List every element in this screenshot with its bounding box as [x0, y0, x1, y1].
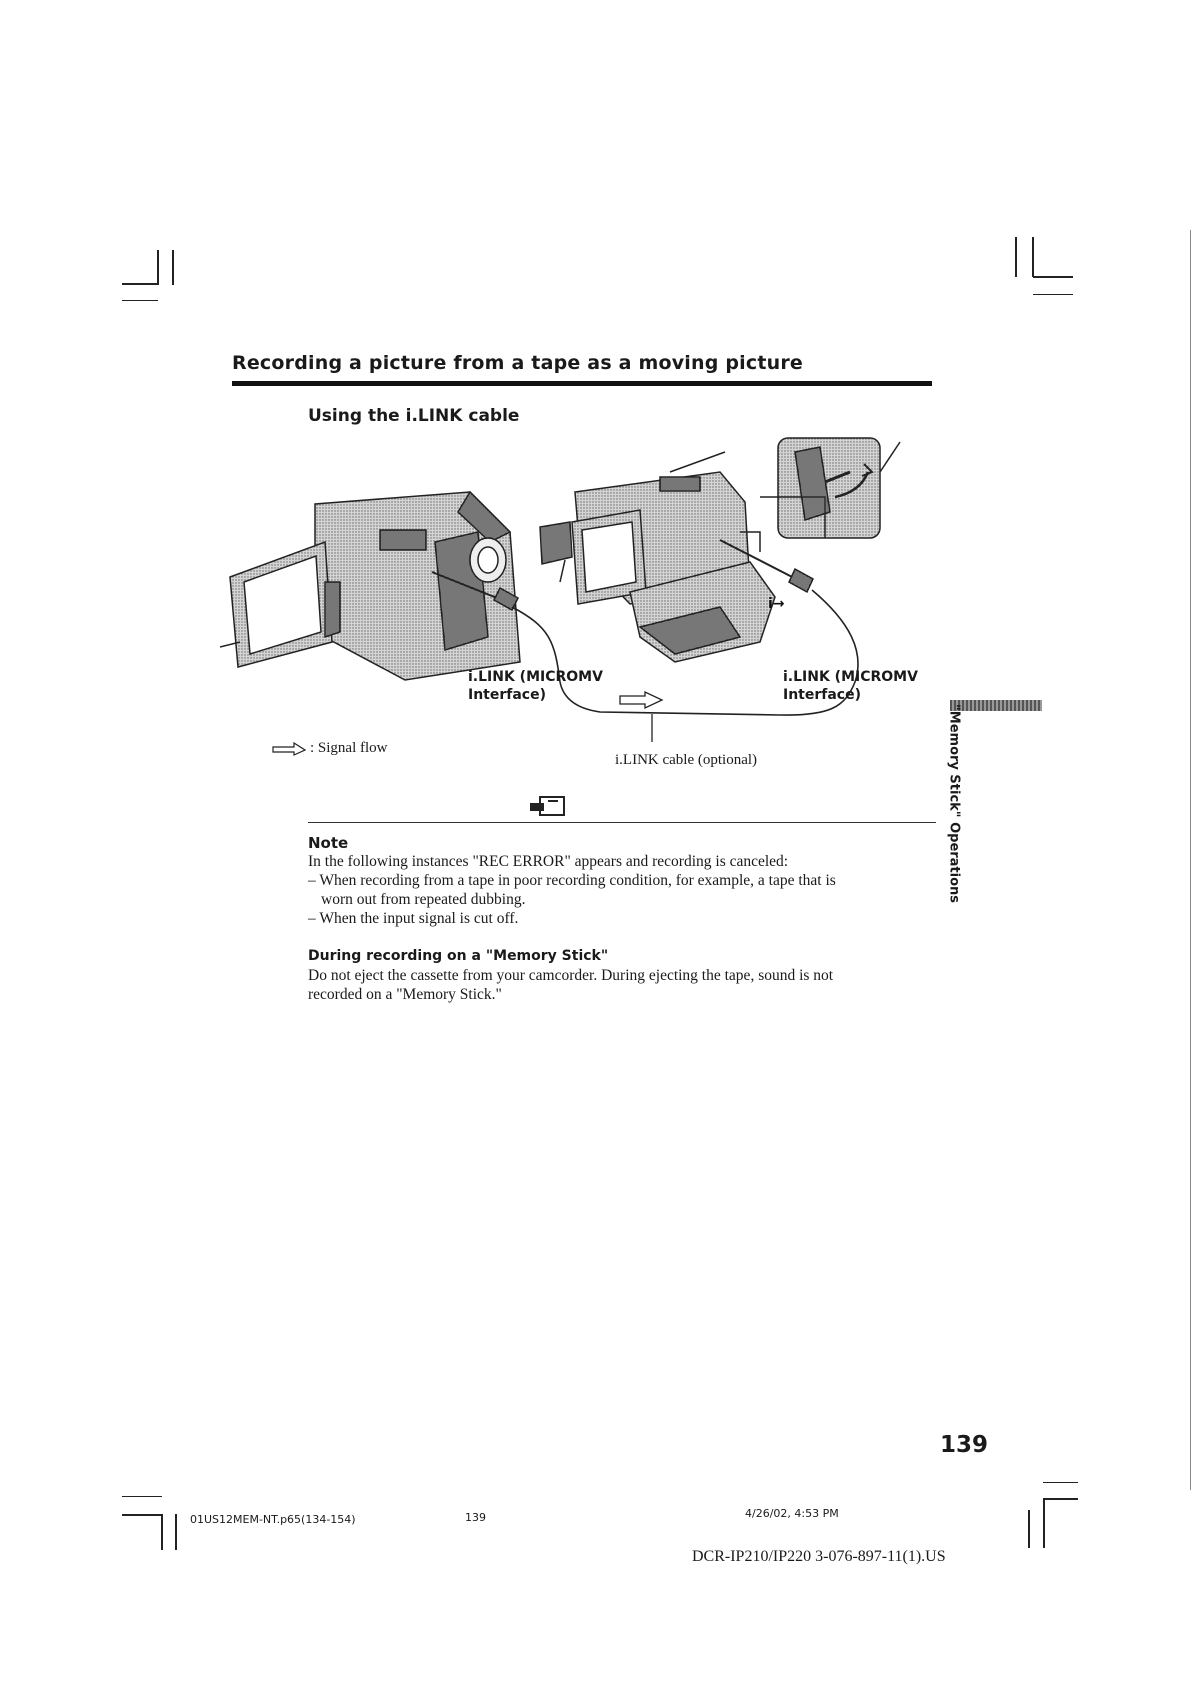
crop-mark [1043, 1498, 1078, 1500]
dubbing-icon [528, 795, 566, 817]
crop-mark [161, 1514, 163, 1550]
title-rule [232, 381, 932, 386]
crop-mark [1028, 1510, 1030, 1548]
crop-mark [122, 283, 158, 285]
crop-mark [1043, 1482, 1078, 1483]
footer-filename: 01US12MEM-NT.p65(134-154) [190, 1513, 356, 1526]
crop-mark [122, 1514, 162, 1516]
left-camcorder [220, 492, 520, 680]
note-bullet: – When recording from a tape in poor rec… [308, 871, 836, 890]
crop-mark [157, 250, 159, 285]
footer-model: DCR-IP210/IP220 3-076-897-11(1).US [692, 1548, 946, 1566]
crop-mark [1015, 237, 1017, 277]
note-bullet: – When the input signal is cut off. [308, 909, 518, 928]
signal-flow-arrow-icon [272, 742, 306, 756]
signal-flow-arrow-icon [620, 692, 662, 708]
i-link-icon: i→ [768, 596, 785, 612]
section-title: Recording a picture from a tape as a mov… [232, 352, 803, 374]
section-tab-label: "Memory Stick" Operations [947, 704, 962, 903]
crop-mark [175, 1514, 177, 1550]
crop-mark [1032, 237, 1034, 277]
i-link-label-right: i.LINK (MICROMV Interface) [783, 668, 918, 704]
crop-mark [122, 300, 158, 301]
label-line: Interface) [783, 686, 918, 704]
memory-stick-text: Do not eject the cassette from your camc… [308, 966, 833, 985]
right-camcorder [540, 452, 775, 662]
note-heading: Note [308, 834, 348, 852]
i-link-plug-right [789, 569, 813, 592]
scan-edge [1190, 230, 1191, 1490]
note-rule [308, 822, 936, 823]
memory-stick-heading: During recording on a "Memory Stick" [308, 948, 608, 964]
cable-label: i.LINK cable (optional) [615, 752, 757, 769]
footer-page: 139 [465, 1511, 486, 1524]
signal-flow-legend: : Signal flow [272, 740, 388, 757]
subsection-title: Using the i.LINK cable [308, 406, 519, 426]
label-line: i.LINK (MICROMV [468, 668, 603, 686]
label-line: i.LINK (MICROMV [783, 668, 918, 686]
note-intro: In the following instances "REC ERROR" a… [308, 852, 788, 871]
label-line: Interface) [468, 686, 603, 704]
crop-mark [1033, 294, 1073, 295]
crop-mark [1043, 1498, 1045, 1548]
signal-flow-text: : Signal flow [310, 740, 388, 756]
memory-stick-text: recorded on a "Memory Stick." [308, 985, 502, 1004]
i-link-label-left: i.LINK (MICROMV Interface) [468, 668, 603, 704]
crop-mark [172, 250, 174, 285]
crop-mark [1033, 276, 1073, 278]
footer-date: 4/26/02, 4:53 PM [745, 1507, 839, 1520]
jack-detail-inset [740, 438, 900, 552]
section-tab: "Memory Stick" Operations [942, 704, 966, 914]
page-number: 139 [940, 1432, 988, 1458]
crop-mark [122, 1496, 162, 1497]
note-bullet-continued: worn out from repeated dubbing. [321, 890, 525, 909]
